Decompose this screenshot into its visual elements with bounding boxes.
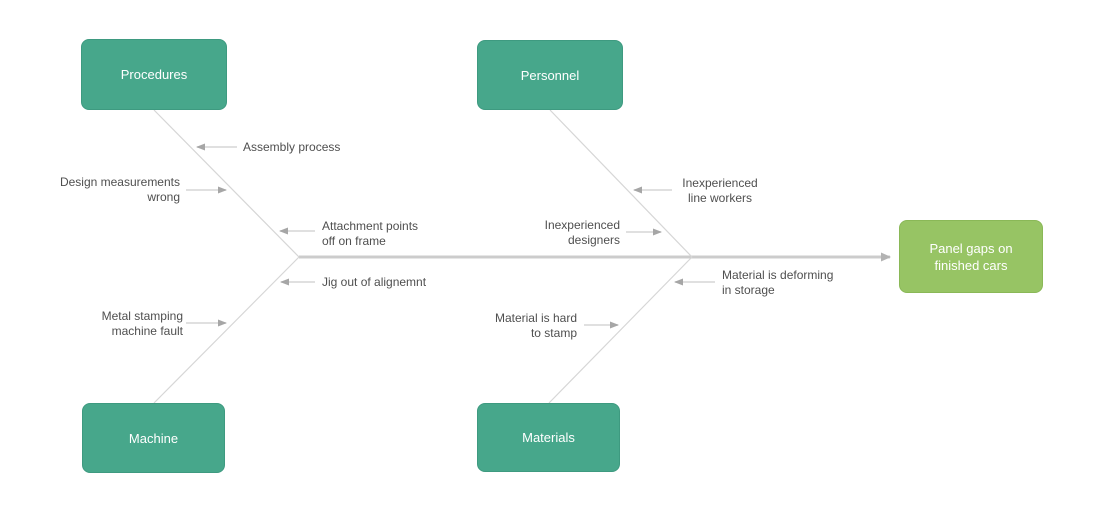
bone-procedures bbox=[153, 109, 300, 258]
category-node-procedures[interactable]: Procedures bbox=[81, 39, 227, 110]
effect-node-panel-gaps[interactable]: Panel gaps on finished cars bbox=[899, 220, 1043, 293]
cause-label-inexperienced-designers[interactable]: Inexperienced designers bbox=[544, 218, 620, 247]
cause-label-inexperienced-line-workers[interactable]: Inexperienced line workers bbox=[682, 176, 758, 205]
bone-personnel bbox=[549, 109, 693, 258]
cause-label-metal-stamping-machine-fault[interactable]: Metal stamping machine fault bbox=[101, 309, 183, 338]
cause-label-assembly-process[interactable]: Assembly process bbox=[243, 140, 341, 154]
cause-label-material-deforming-in-storage[interactable]: Material is deforming in storage bbox=[722, 268, 834, 297]
category-node-machine[interactable]: Machine bbox=[82, 403, 225, 473]
bone-machine bbox=[153, 256, 300, 404]
bone-materials bbox=[548, 256, 693, 404]
cause-label-attachment-points-off-on-frame[interactable]: Attachment points off on frame bbox=[322, 219, 419, 248]
category-node-personnel[interactable]: Personnel bbox=[477, 40, 623, 110]
cause-label-jig-out-of-alignment[interactable]: Jig out of alignemnt bbox=[322, 275, 427, 289]
category-node-materials[interactable]: Materials bbox=[477, 403, 620, 472]
cause-label-material-hard-to-stamp[interactable]: Material is hard to stamp bbox=[494, 311, 577, 340]
cause-label-design-measurements-wrong[interactable]: Design measurements wrong bbox=[59, 175, 180, 204]
